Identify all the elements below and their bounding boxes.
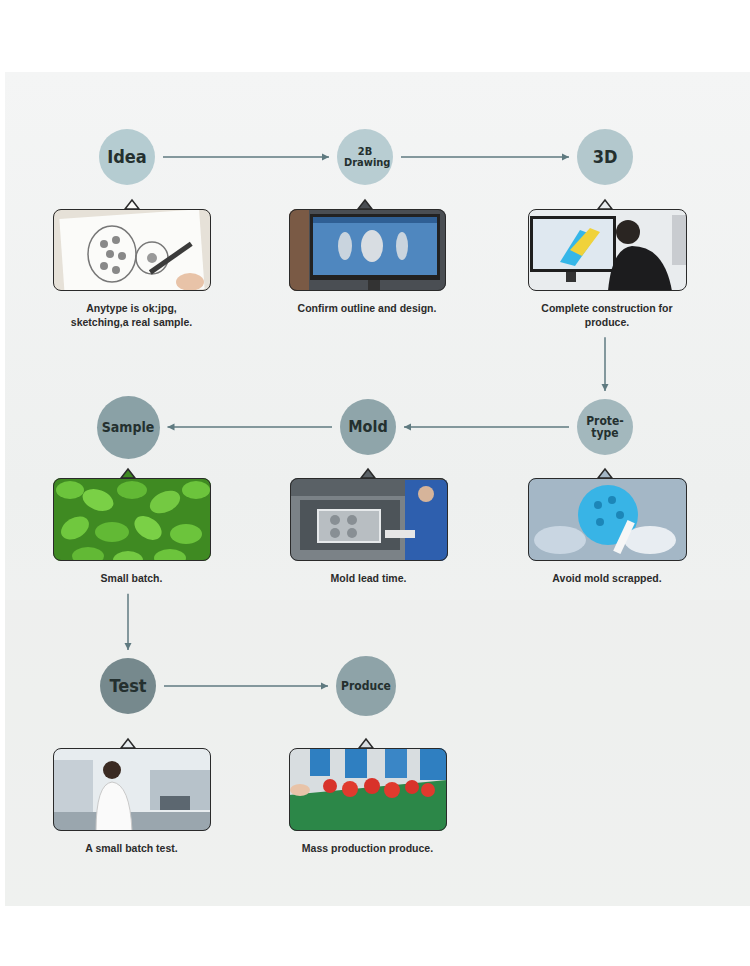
step-caption: Avoid mold scrapped.: [507, 572, 707, 586]
flow-arrow: [602, 337, 609, 391]
step-circle: 2B Drawing: [337, 129, 393, 185]
step-caption: Mass production produce.: [268, 842, 468, 856]
arrow-head: [168, 424, 175, 431]
arrow-head: [404, 424, 411, 431]
photo-panel: Mass production produce.: [289, 748, 447, 831]
photo-panel: Confirm outline and design.: [289, 209, 446, 291]
arrow-head: [562, 154, 569, 161]
arrow-head: [602, 384, 609, 391]
arrow-line: [164, 685, 328, 687]
photo-panel: A small batch test.: [53, 748, 211, 831]
arrow-line: [404, 426, 569, 428]
step-caption: Mold lead time.: [269, 572, 469, 586]
arrow-head: [125, 643, 132, 650]
step-circle: Prote- type: [577, 399, 633, 455]
step-title: Test: [109, 677, 146, 695]
photo-panel: Anytype is ok:jpg, sketching,a real samp…: [53, 209, 211, 291]
step-circle: 3D: [577, 129, 633, 185]
step-title: Idea: [107, 148, 147, 166]
step-title: Mold: [348, 419, 387, 435]
step-circle: Idea: [99, 129, 155, 185]
arrow-line: [168, 426, 333, 428]
photo-panel: Small batch.: [53, 478, 211, 561]
flow-arrow: [401, 154, 569, 161]
flow-arrow: [125, 594, 132, 650]
step-caption: Complete construction for produce.: [537, 302, 677, 329]
step-title: 2B Drawing: [344, 146, 386, 168]
flow-arrow: [404, 424, 569, 431]
step-caption: Anytype is ok:jpg, sketching,a real samp…: [67, 302, 197, 329]
flow-arrow: [168, 424, 333, 431]
step-circle: Sample: [97, 396, 160, 459]
arrow-line: [604, 337, 606, 391]
step-circle: Test: [100, 658, 156, 714]
photo-panel: Avoid mold scrapped.: [528, 478, 687, 561]
photo-panel: Mold lead time.: [290, 478, 448, 561]
arrow-head: [321, 683, 328, 690]
step-title: Sample: [102, 420, 155, 434]
step-title: Produce: [341, 680, 391, 692]
step-circle: Produce: [336, 656, 396, 716]
arrow-line: [401, 156, 569, 158]
flow-arrow: [163, 154, 329, 161]
arrow-head: [322, 154, 329, 161]
flow-arrow: [164, 683, 328, 690]
step-caption: A small batch test.: [32, 842, 232, 856]
photo-panel: Complete construction for produce.: [528, 209, 687, 291]
step-title: Prote- type: [583, 415, 627, 439]
step-caption: Confirm outline and design.: [267, 302, 467, 316]
step-title: 3D: [593, 148, 618, 166]
step-caption: Small batch.: [32, 572, 232, 586]
arrow-line: [163, 156, 329, 158]
step-circle: Mold: [340, 399, 396, 455]
arrow-line: [127, 594, 129, 650]
